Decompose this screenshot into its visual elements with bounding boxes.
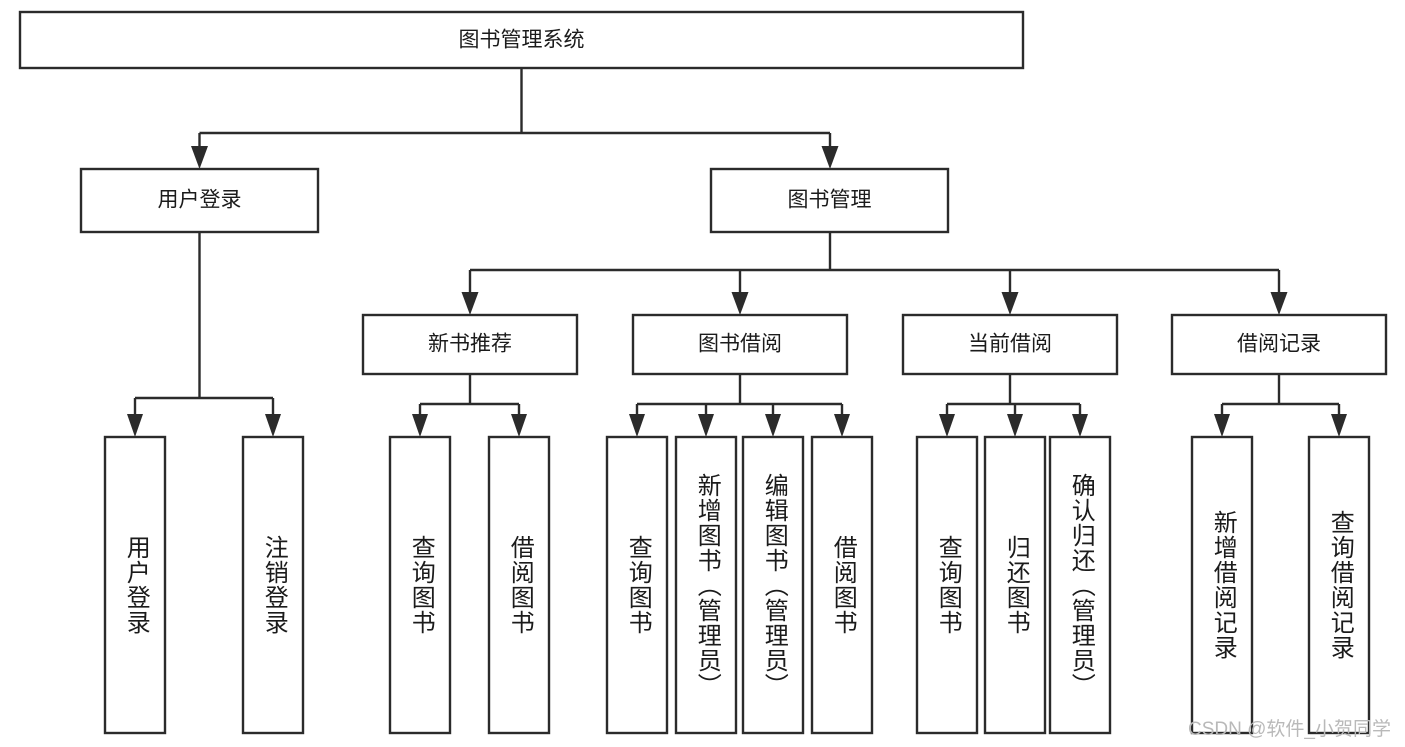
arrow-head-icon — [731, 292, 749, 315]
node-current-borrow-label: 当前借阅 — [968, 333, 1052, 356]
leaf-box-return-book[interactable] — [983, 435, 1047, 735]
leaf-box-logout[interactable] — [241, 435, 305, 735]
leaf-box-query-book-new[interactable] — [388, 435, 452, 735]
arrow-head-icon — [1214, 414, 1230, 437]
leaf-box-query-book-current[interactable] — [915, 435, 979, 735]
arrow-head-icon — [821, 146, 839, 169]
connector-group-current — [939, 374, 1088, 437]
node-book-management[interactable]: 图书管理 — [709, 167, 950, 234]
node-root-box[interactable] — [18, 10, 1025, 70]
node-new-book-recommend[interactable]: 新书推荐 — [361, 313, 579, 376]
node-user-login[interactable]: 用户登录 — [79, 167, 320, 234]
leaf-box-borrow-book[interactable] — [810, 435, 874, 735]
connector-group-borrow — [629, 374, 850, 437]
arrow-head-icon — [191, 146, 208, 169]
arrow-head-icon — [698, 414, 714, 437]
connector-group-records — [1214, 374, 1347, 437]
arrow-head-icon — [1007, 414, 1023, 437]
connector-group-newbook — [412, 374, 527, 437]
node-new-book-recommend-box[interactable] — [361, 313, 579, 376]
watermark-text: CSDN @软件_小贺同学 — [1188, 719, 1391, 740]
leaf-box-add-borrow-record[interactable] — [1190, 435, 1254, 735]
connector-group-root — [191, 68, 839, 169]
node-book-management-label: 图书管理 — [788, 189, 872, 212]
arrow-head-icon — [939, 414, 955, 437]
node-book-management-box[interactable] — [709, 167, 950, 234]
arrow-head-icon — [1072, 414, 1088, 437]
arrow-head-icon — [265, 414, 281, 437]
node-borrow-records-box[interactable] — [1170, 313, 1388, 376]
arrow-head-icon — [127, 414, 143, 437]
node-new-book-recommend-label: 新书推荐 — [428, 333, 512, 356]
leaf-box-borrow-book-new[interactable] — [487, 435, 551, 735]
node-book-borrow-label: 图书借阅 — [698, 333, 782, 356]
node-borrow-records[interactable]: 借阅记录 — [1170, 313, 1388, 376]
node-root[interactable]: 图书管理系统 — [18, 10, 1025, 70]
arrow-head-icon — [629, 414, 645, 437]
connector-group-bookmgmt — [461, 232, 1288, 315]
leaf-box-confirm-return-admin[interactable] — [1048, 435, 1112, 735]
leaf-box-user-login[interactable] — [103, 435, 167, 735]
node-borrow-records-label: 借阅记录 — [1237, 333, 1321, 356]
arrow-head-icon — [412, 414, 428, 437]
leaf-box-edit-book-admin[interactable] — [741, 435, 805, 735]
arrow-head-icon — [1270, 292, 1288, 315]
node-book-borrow-box[interactable] — [631, 313, 849, 376]
connector-group-userlogin — [127, 232, 281, 437]
arrow-head-icon — [765, 414, 781, 437]
node-book-borrow[interactable]: 图书借阅 — [631, 313, 849, 376]
arrow-head-icon — [511, 414, 527, 437]
node-user-login-box[interactable] — [79, 167, 320, 234]
node-current-borrow[interactable]: 当前借阅 — [901, 313, 1119, 376]
node-user-login-label: 用户登录 — [158, 189, 242, 212]
arrow-head-icon — [1001, 292, 1019, 315]
node-root-label: 图书管理系统 — [459, 29, 585, 52]
leaf-box-query-borrow-record[interactable] — [1307, 435, 1371, 735]
leaf-box-add-book-admin[interactable] — [674, 435, 738, 735]
node-current-borrow-box[interactable] — [901, 313, 1119, 376]
arrow-head-icon — [1331, 414, 1347, 437]
leaf-box-query-book[interactable] — [605, 435, 669, 735]
arrow-head-icon — [834, 414, 850, 437]
arrow-head-icon — [461, 292, 479, 315]
